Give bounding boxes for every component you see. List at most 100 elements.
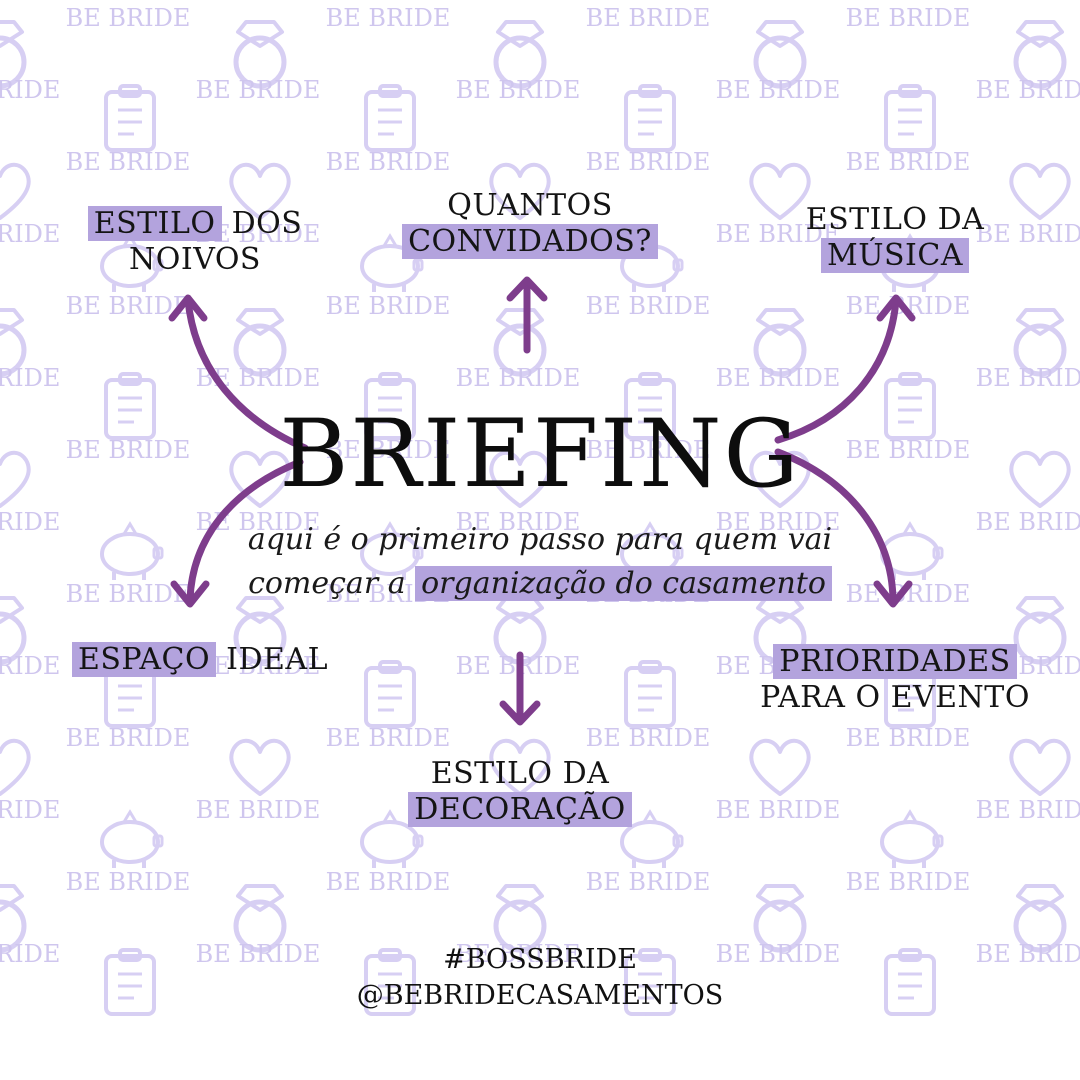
watermark-text: BE BRIDE	[846, 436, 971, 464]
watermark-text: BE BRIDE	[716, 796, 841, 824]
highlight-convidados: CONVIDADOS?	[402, 224, 658, 259]
heart-icon	[229, 738, 291, 796]
clipboard-icon	[364, 84, 416, 152]
clipboard-icon	[104, 84, 156, 152]
clipboard-icon	[364, 660, 416, 728]
heart-icon	[0, 450, 31, 508]
subtitle-line2-plain: começar a	[248, 566, 416, 601]
node-decoracao: ESTILO DA DECORAÇÃO	[395, 756, 645, 828]
prioridades-line2: PARA O EVENTO	[760, 680, 1030, 715]
watermark-text: BE BRIDE	[66, 580, 191, 608]
piggy-bank-icon	[100, 810, 164, 870]
node-musica: ESTILO DA MÚSICA	[780, 202, 1010, 274]
watermark-text: BE BRIDE	[196, 796, 321, 824]
watermark-text: BE BRIDE	[846, 724, 971, 752]
watermark-text: BE BRIDE	[456, 76, 581, 104]
watermark-text: BE BRIDE	[66, 148, 191, 176]
clipboard-icon	[884, 84, 936, 152]
node-prioridades: PRIORIDADES PARA O EVENTO	[755, 644, 1035, 716]
watermark-text: BE BRIDE	[456, 940, 581, 968]
watermark-text: BE BRIDE	[586, 868, 711, 896]
watermark-text: BE BRIDE	[716, 220, 841, 248]
highlight-prioridades: PRIORIDADES	[773, 644, 1017, 679]
clipboard-icon	[884, 372, 936, 440]
watermark-text: BE BRIDE	[326, 724, 451, 752]
watermark-text: BE BRIDE	[586, 436, 711, 464]
watermark-text: BE BRIDE	[326, 436, 451, 464]
heart-icon	[749, 738, 811, 796]
watermark-text: BE BRIDE	[66, 4, 191, 32]
watermark-text: BE BRIDE	[976, 76, 1080, 104]
watermark-text: BE BRIDE	[976, 508, 1080, 536]
musica-line1: ESTILO DA	[805, 202, 985, 237]
watermark-text: BE BRIDE	[846, 868, 971, 896]
watermark-text: BE BRIDE	[66, 724, 191, 752]
heart-icon	[1009, 450, 1071, 508]
watermark-text: BE BRIDE	[586, 4, 711, 32]
page-title: BRIEFING	[279, 400, 801, 509]
watermark-text: BE BRIDE	[196, 940, 321, 968]
watermark-text: BE BRIDE	[0, 652, 60, 680]
watermark-text: BE BRIDE	[846, 4, 971, 32]
watermark-text: BE BRIDE	[716, 76, 841, 104]
decoracao-line1: ESTILO DA	[430, 756, 610, 791]
watermark-text: BE BRIDE	[0, 220, 60, 248]
watermark-text: BE BRIDE	[456, 508, 581, 536]
watermark-text: BE BRIDE	[196, 652, 321, 680]
watermark-text: BE BRIDE	[976, 364, 1080, 392]
instagram-handle: @BEBRIDECASAMENTOS	[356, 980, 724, 1011]
watermark-text: BE BRIDE	[976, 940, 1080, 968]
watermark-text: BE BRIDE	[586, 724, 711, 752]
subtitle-line2: começar a organização do casamento	[180, 562, 900, 606]
node-estilo-noivos: ESTILO DOS NOIVOS	[80, 206, 310, 278]
watermark-text: BE BRIDE	[976, 220, 1080, 248]
watermark-text: BE BRIDE	[66, 868, 191, 896]
node-convidados: QUANTOS CONVIDADOS?	[380, 188, 680, 260]
watermark-text: BE BRIDE	[326, 868, 451, 896]
estilo-noivos-line2: NOIVOS	[129, 242, 261, 277]
subtitle: aqui é o primeiro passo para quem vai co…	[180, 518, 900, 606]
clipboard-icon	[624, 660, 676, 728]
convidados-line1: QUANTOS	[447, 188, 613, 223]
piggy-bank-icon	[100, 522, 164, 582]
heart-icon	[0, 162, 31, 220]
clipboard-icon	[624, 84, 676, 152]
watermark-text: BE BRIDE	[716, 364, 841, 392]
watermark-text: BE BRIDE	[196, 364, 321, 392]
estilo-noivos-rest: DOS	[221, 206, 303, 241]
watermark-text: BE BRIDE	[326, 292, 451, 320]
highlight-espaco: ESPAÇO	[71, 642, 217, 677]
watermark-text: BE BRIDE	[66, 292, 191, 320]
watermark-text: BE BRIDE	[976, 796, 1080, 824]
watermark-text: BE BRIDE	[716, 940, 841, 968]
highlight-estilo: ESTILO	[87, 206, 222, 241]
watermark-text: BE BRIDE	[0, 76, 60, 104]
subtitle-line1: aqui é o primeiro passo para quem vai	[247, 522, 833, 557]
heart-icon	[1009, 738, 1071, 796]
heart-icon	[0, 738, 31, 796]
watermark-text: BE BRIDE	[66, 436, 191, 464]
clipboard-icon	[104, 372, 156, 440]
watermark-text: BE BRIDE	[586, 148, 711, 176]
watermark-text: BE BRIDE	[456, 652, 581, 680]
watermark-text: BE BRIDE	[326, 4, 451, 32]
watermark-text: BE BRIDE	[846, 148, 971, 176]
footer: #BOSSBRIDE @BEBRIDECASAMENTOS	[0, 942, 1080, 1014]
node-espaco: ESPAÇO IDEAL	[70, 642, 330, 678]
highlight-organizacao: organização do casamento	[415, 566, 832, 601]
watermark-text: BE BRIDE	[846, 292, 971, 320]
piggy-bank-icon	[880, 810, 944, 870]
highlight-musica: MÚSICA	[820, 238, 970, 273]
heart-icon	[1009, 162, 1071, 220]
watermark-text: BE BRIDE	[196, 76, 321, 104]
watermark-text: BE BRIDE	[0, 364, 60, 392]
watermark-text: BE BRIDE	[456, 364, 581, 392]
watermark-text: BE BRIDE	[586, 292, 711, 320]
watermark-text: BE BRIDE	[326, 148, 451, 176]
watermark-text: BE BRIDE	[0, 940, 60, 968]
watermark-text: BE BRIDE	[0, 796, 60, 824]
highlight-decoracao: DECORAÇÃO	[408, 792, 632, 827]
espaco-rest: IDEAL	[216, 642, 329, 677]
watermark-text: BE BRIDE	[0, 508, 60, 536]
